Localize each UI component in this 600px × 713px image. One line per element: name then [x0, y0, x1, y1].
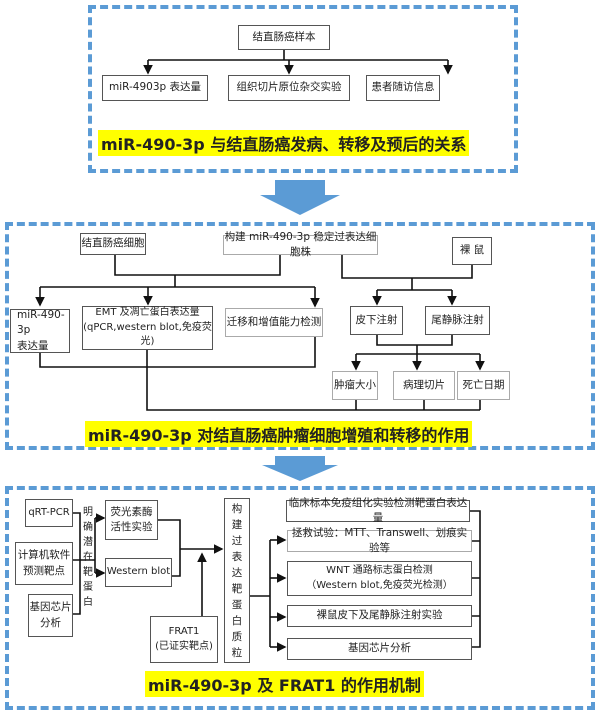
box-mir-expr: miR-490-3p 表达量 — [10, 309, 70, 353]
box-ish: 组织切片原位杂交实验 — [228, 75, 350, 101]
box-crc-cells: 结直肠癌细胞 — [80, 233, 146, 255]
box-chip-analysis: 基因芯片分析 — [287, 638, 472, 660]
box-pathology: 病理切片 — [393, 371, 455, 400]
box-wnt: WNT 通路标志蛋白检测 （Western blot,免疫荧光检测） — [287, 561, 472, 596]
section-mechanism — [5, 486, 595, 710]
label-identify-target: 明确潜在靶蛋白 — [83, 507, 93, 608]
box-emt: EMT 及凋亡蛋白表达量 (qPCR,western blot,免疫荧光) — [82, 306, 213, 350]
box-followup: 患者随访信息 — [366, 75, 440, 101]
section-clinical — [88, 5, 518, 173]
box-death-date: 死亡日期 — [457, 371, 510, 400]
section3-title: miR-490-3p 及 FRAT1 的作用机制 — [145, 671, 424, 697]
down-arrow-1 — [260, 180, 340, 215]
box-nude-mice: 裸 鼠 — [452, 237, 492, 265]
box-crc-samples: 结直肠癌样本 — [238, 25, 330, 50]
box-clinical-ihc: 临床标本免疫组化实验检测靶蛋白表达量 — [286, 497, 470, 524]
box-rescue: 拯救试验：MTT、Transwell、划痕实验等 — [287, 527, 472, 554]
box-plasmid: 构建过表达靶蛋白质粒 — [224, 498, 250, 663]
box-tail-vein: 尾静脉注射 — [425, 306, 490, 335]
box-frat1: FRAT1 (已证实靶点) — [150, 616, 218, 663]
box-construct-line: 构建 miR-490-3p 稳定过表达细胞株 — [223, 230, 378, 258]
section1-title: miR-490-3p 与结直肠癌发病、转移及预后的关系 — [98, 130, 470, 156]
box-luciferase: 荧光素酶 活性实验 — [105, 500, 158, 540]
section2-title: miR-490-3p 对结直肠癌肿瘤细胞增殖和转移的作用 — [85, 421, 473, 447]
box-western-blot: Western blot — [105, 558, 172, 587]
box-tumor-size: 肿瘤大小 — [332, 371, 378, 400]
box-mir-expression: miR-4903p 表达量 — [102, 75, 208, 101]
box-subcutaneous: 皮下注射 — [350, 306, 403, 335]
box-software: 计算机软件 预测靶点 — [15, 542, 73, 585]
down-arrow-2 — [262, 456, 338, 481]
box-migration: 迁移和增值能力检测 — [225, 308, 323, 337]
box-gene-chip: 基因芯片 分析 — [28, 594, 73, 637]
box-nude-injection: 裸鼠皮下及尾静脉注射实验 — [287, 605, 472, 627]
box-qrt-pcr: qRT-PCR — [25, 499, 73, 527]
section-cell-animal — [5, 222, 595, 450]
